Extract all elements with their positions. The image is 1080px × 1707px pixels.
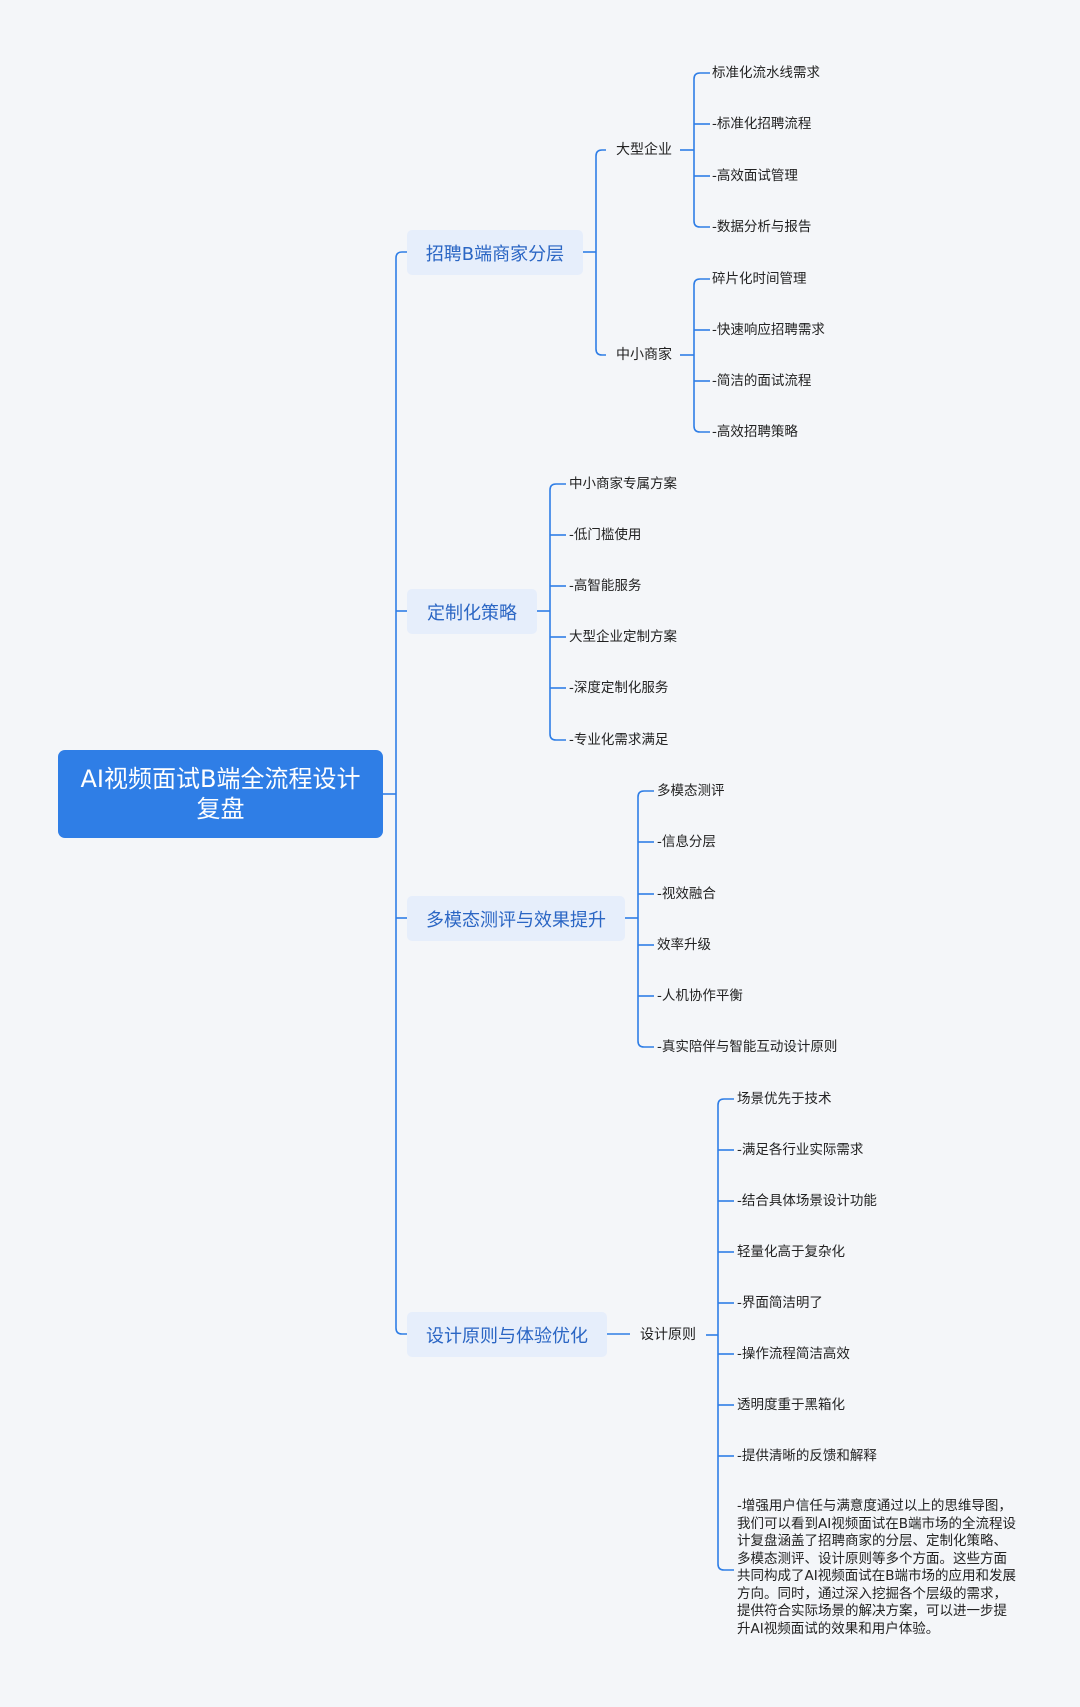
leaf-item[interactable]: -人机协作平衡 (657, 988, 743, 1004)
leaf-item[interactable]: 中小商家专属方案 (569, 476, 677, 492)
leaf-item[interactable]: 碎片化时间管理 (712, 271, 807, 287)
subnode-large-enterprise[interactable]: 大型企业 (616, 142, 672, 158)
leaf-item[interactable]: -提供清晰的反馈和解释 (737, 1448, 877, 1464)
branch-recruiter-tiers[interactable]: 招聘B端商家分层 (407, 230, 583, 275)
b0-link-branch (595, 348, 606, 356)
b1-link-branch (549, 733, 566, 741)
leaf-item[interactable]: -数据分析与报告 (712, 219, 812, 235)
b0g0-link-branch (693, 72, 710, 80)
root-link-branch (395, 251, 407, 259)
leaf-item[interactable]: -标准化招聘流程 (712, 116, 812, 132)
root-node[interactable]: AI视频面试B端全流程设计复盘 (58, 750, 383, 838)
leaf-item[interactable]: 场景优先于技术 (737, 1091, 832, 1107)
leaf-item[interactable]: 标准化流水线需求 (712, 65, 820, 81)
leaf-item[interactable]: -操作流程简洁高效 (737, 1346, 850, 1362)
b2-link-branch (637, 1040, 654, 1048)
leaf-item[interactable]: -视效融合 (657, 886, 716, 902)
root-link-branch (395, 1327, 407, 1335)
leaf-item[interactable]: -信息分层 (657, 834, 716, 850)
branch-design-principles[interactable]: 设计原则与体验优化 (407, 1312, 607, 1357)
leaf-item[interactable]: -满足各行业实际需求 (737, 1142, 864, 1158)
b3g0-link-branch (717, 1098, 734, 1106)
b0g0-link-branch (693, 220, 710, 228)
leaf-item[interactable]: -快速响应招聘需求 (712, 322, 825, 338)
leaf-item[interactable]: -深度定制化服务 (569, 680, 669, 696)
leaf-item[interactable]: 多模态测评 (657, 783, 725, 799)
b2-link-branch (637, 790, 654, 798)
leaf-item[interactable]: -高智能服务 (569, 578, 642, 594)
subnode-design-principles[interactable]: 设计原则 (640, 1327, 696, 1343)
leaf-item[interactable]: 透明度重于黑箱化 (737, 1397, 845, 1413)
b1-link-branch (549, 483, 566, 491)
leaf-item[interactable]: 轻量化高于复杂化 (737, 1244, 845, 1260)
leaf-item[interactable]: -高效招聘策略 (712, 424, 798, 440)
leaf-item[interactable]: -结合具体场景设计功能 (737, 1193, 877, 1209)
b0g1-link-branch (693, 278, 710, 286)
subnode-small-merchants[interactable]: 中小商家 (616, 347, 672, 363)
leaf-item[interactable]: -简洁的面试流程 (712, 373, 812, 389)
leaf-item[interactable]: -界面简洁明了 (737, 1295, 823, 1311)
leaf-item[interactable]: -高效面试管理 (712, 168, 798, 184)
branch-multimodal-evaluation[interactable]: 多模态测评与效果提升 (407, 896, 625, 941)
b3g0-link-branch (717, 1563, 734, 1571)
leaf-item[interactable]: -真实陪伴与智能互动设计原则 (657, 1039, 838, 1055)
b0g1-link-branch (693, 425, 710, 433)
leaf-item[interactable]: 效率升级 (657, 937, 711, 953)
leaf-item[interactable]: 大型企业定制方案 (569, 629, 677, 645)
leaf-item[interactable]: -专业化需求满足 (569, 732, 669, 748)
branch-customization-strategy[interactable]: 定制化策略 (407, 589, 537, 634)
b0-link-branch (595, 149, 606, 157)
leaf-item[interactable]: -低门槛使用 (569, 527, 642, 543)
leaf-summary-paragraph[interactable]: -增强用户信任与满意度通过以上的思维导图，我们可以看到AI视频面试在B端市场的全… (737, 1498, 1016, 1637)
